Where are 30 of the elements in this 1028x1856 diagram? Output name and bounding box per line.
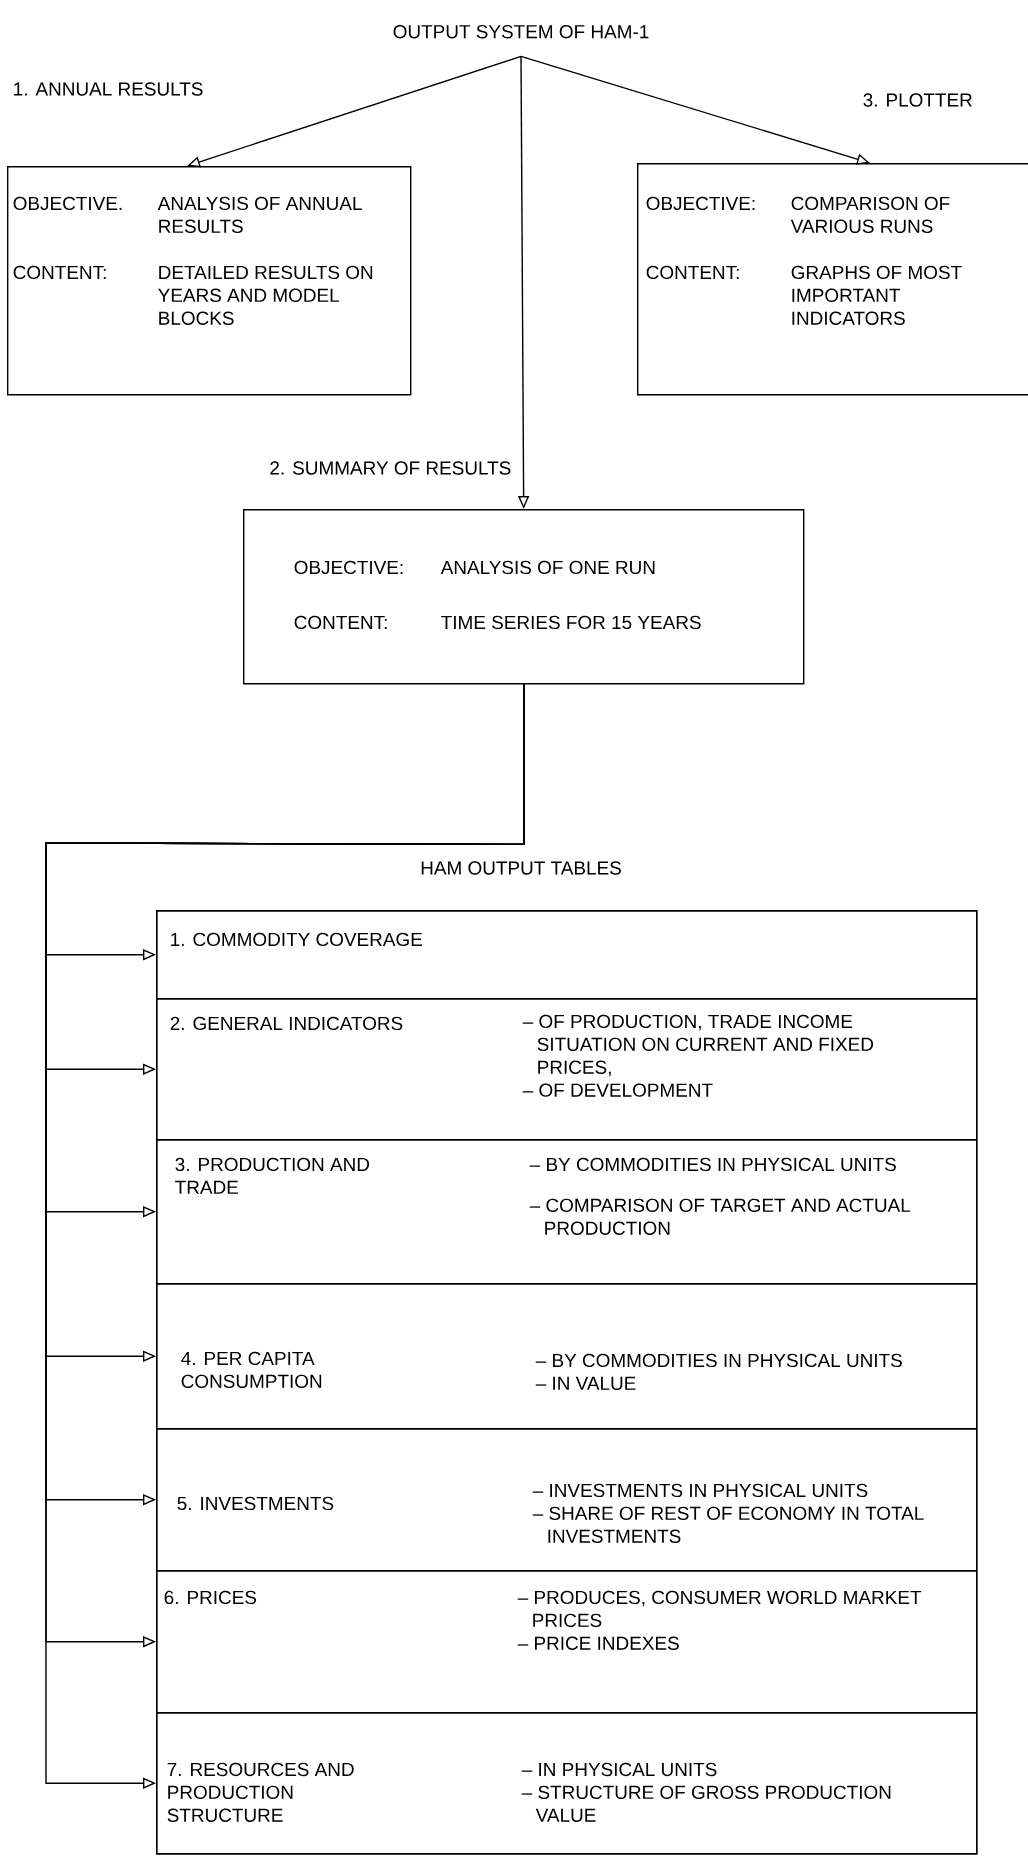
row-description: – IN PHYSICAL UNITS – STRUCTURE OF GROSS PRODUCTION VALUE <box>521 1762 891 1822</box>
row-title: 7. RESOURCES AND PRODUCTION STRUCTURE <box>167 1762 354 1822</box>
row-title: 2. GENERAL INDICATORS <box>170 1016 403 1031</box>
row-description: – INVESTMENTS IN PHYSICAL UNITS – SHARE OF REST OF ECONOMY IN TOTAL INVESTMENTS <box>532 1483 924 1543</box>
field-label: CONTENT: <box>294 615 387 630</box>
row-description: – OF PRODUCTION, TRADE INCOME SITUATION ON CURRENT AND FIXED PRICES, – OF DEVELOPMENT <box>522 1014 874 1097</box>
field-value: COMPARISON OF VARIOUS RUNS <box>790 196 950 233</box>
box-heading: 1. ANNUAL RESULTS <box>14 82 203 96</box>
box-heading: 3. PLOTTER <box>863 93 972 107</box>
field-value: ANALYSIS OF ANNUAL RESULTS <box>157 196 362 233</box>
row-description: – BY COMMODITIES IN PHYSICAL UNITS – COMPARISON OF TARGET AND ACTUAL PRODUCTION <box>529 1157 911 1235</box>
row-title: 3. PRODUCTION AND TRADE <box>175 1157 370 1194</box>
field-label: OBJECTIVE: <box>646 196 755 211</box>
field-value: GRAPHS OF MOST IMPORTANT INDICATORS <box>791 265 962 325</box>
row-title: 1. COMMODITY COVERAGE <box>171 932 422 947</box>
row-title: 5. INVESTMENTS <box>177 1496 334 1511</box>
box-heading: 2. SUMMARY OF RESULTS <box>270 461 511 475</box>
row-title: 4. PER CAPITA CONSUMPTION <box>181 1351 322 1389</box>
field-label: CONTENT: <box>646 265 739 280</box>
field-value: DETAILED RESULTS ON YEARS AND MODEL BLOCKS <box>158 265 373 325</box>
row-description: – PRODUCES, CONSUMER WORLD MARKET PRICES – PRICE INDEXES <box>517 1590 922 1650</box>
row-title: 6. PRICES <box>164 1590 257 1605</box>
field-label: OBJECTIVE: <box>294 560 403 575</box>
field-label: CONTENT: <box>13 265 106 280</box>
title: OUTPUT SYSTEM OF HAM-1 <box>393 25 649 39</box>
field-value: ANALYSIS OF ONE RUN <box>440 560 655 575</box>
row-description: – BY COMMODITIES IN PHYSICAL UNITS – IN VALUE <box>535 1353 902 1391</box>
table-heading: HAM OUTPUT TABLES <box>421 861 621 875</box>
field-label: OBJECTIVE. <box>13 196 122 211</box>
field-value: TIME SERIES FOR 15 YEARS <box>441 615 701 630</box>
